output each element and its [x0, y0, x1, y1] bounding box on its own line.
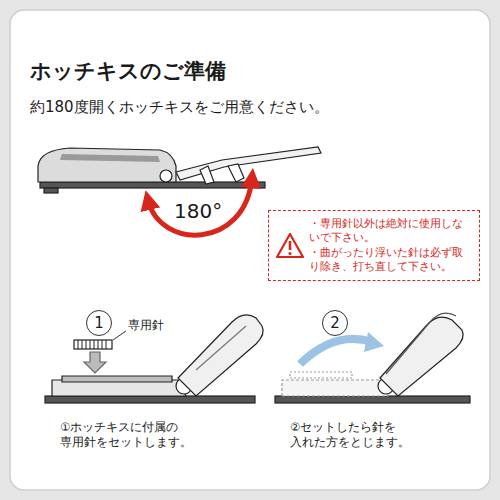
stapler-loading: [45, 315, 263, 403]
step-number: 2: [322, 310, 348, 336]
warning-icon: [275, 232, 305, 260]
step-number: 1: [86, 310, 112, 336]
rotation-arrow: [148, 178, 252, 235]
step-number-text: 2: [330, 314, 340, 332]
step-number-text: 1: [94, 314, 104, 332]
stapler-closing: [275, 313, 470, 403]
step-caption: ②セットしたら針を 入れた方をとじます。: [290, 420, 460, 450]
stapler-open-flat: [38, 147, 321, 193]
panel: [10, 10, 490, 490]
warning-text: ・専用針以外は絶対に使用しないで下さい。: [309, 217, 471, 246]
warning-text: ・曲がったり浮いた針は必ず取り除き、打ち直して下さい。: [309, 246, 471, 275]
step-caption: ①ホッチキスに付属の 専用針をセットします。: [60, 420, 210, 450]
part-label: 専用針: [128, 318, 164, 334]
instruction-text: 約180度開くホッチキスをご用意ください。: [30, 98, 329, 118]
angle-label: 180°: [174, 198, 222, 224]
warning-box: ・専用針以外は絶対に使用しないで下さい。・曲がったり浮いた針は必ず取り除き、打ち…: [268, 210, 480, 281]
title: ホッチキスのご準備: [30, 58, 226, 85]
